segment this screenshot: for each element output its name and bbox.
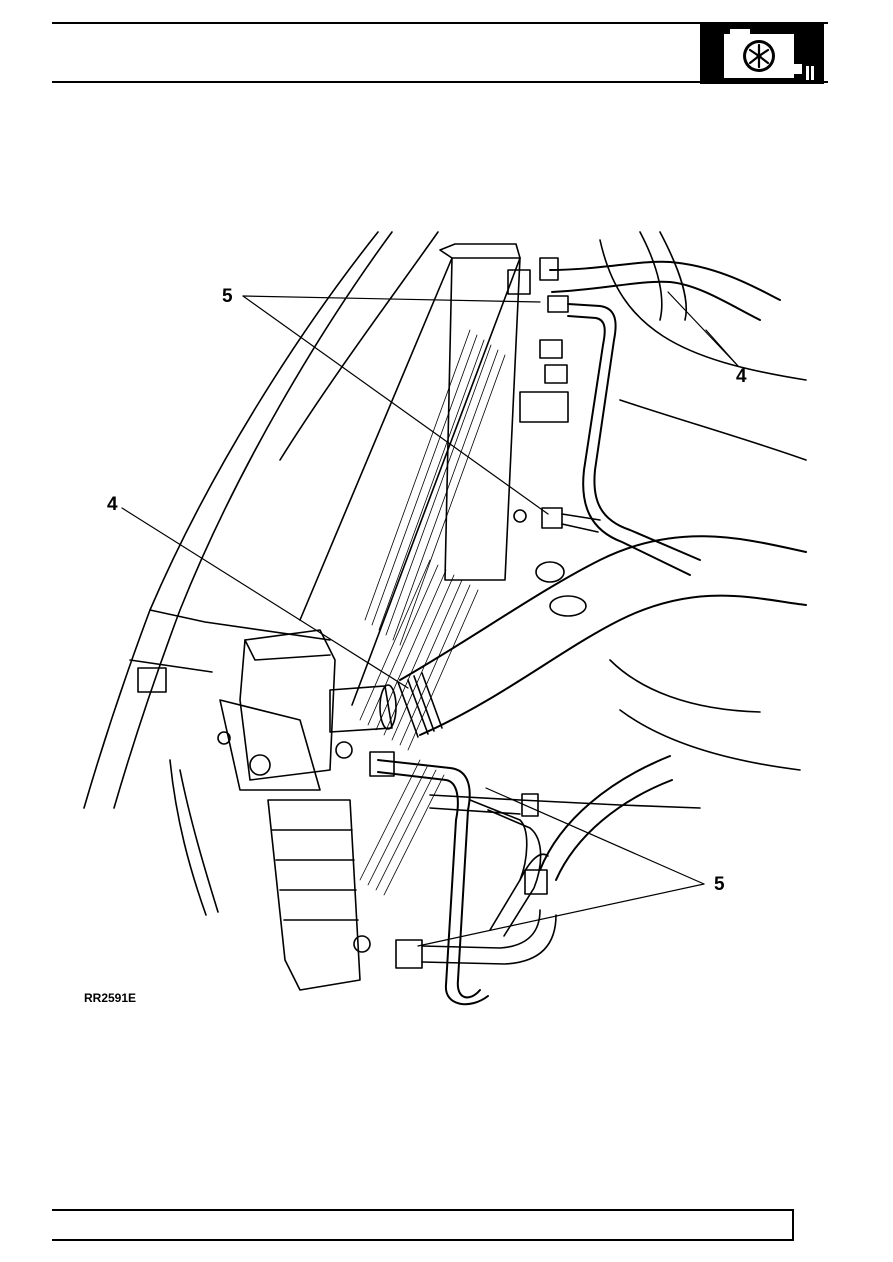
callout-4-top: 4 — [736, 366, 747, 387]
radiator-hoses-illustration — [83, 231, 807, 1006]
figure-reference: RR2591E — [84, 991, 137, 1005]
header-top-rule — [52, 22, 828, 24]
header-bottom-rule — [52, 81, 828, 83]
cooling-fan-radiator-icon — [700, 22, 824, 84]
callout-5-top: 5 — [222, 286, 233, 307]
footer-box — [52, 1209, 794, 1241]
callout-4-mid: 4 — [107, 494, 118, 515]
callout-5-bottom: 5 — [714, 874, 725, 895]
